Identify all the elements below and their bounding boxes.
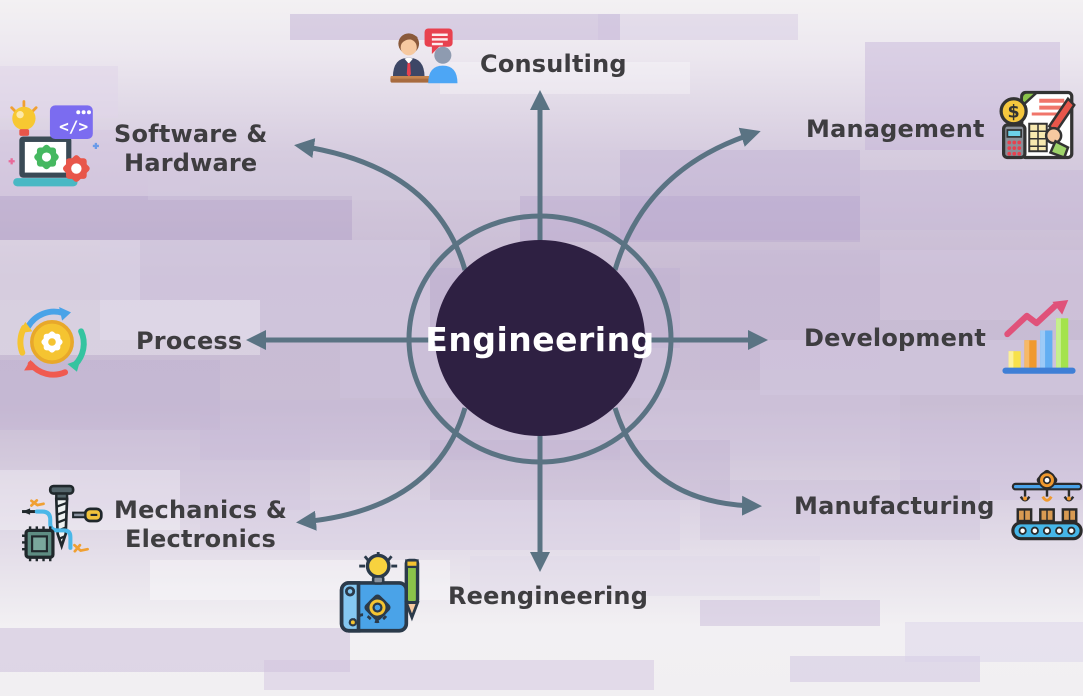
mosaic-tile xyxy=(0,240,140,300)
node-label-reengineering: Reengineering xyxy=(448,582,649,611)
mosaic-tile xyxy=(620,150,860,240)
node-process[interactable]: Process xyxy=(14,304,242,380)
node-consulting[interactable]: Consulting xyxy=(388,26,627,104)
connector-mechanics xyxy=(296,407,468,531)
mosaic-tile xyxy=(200,500,680,550)
mosaic-tile xyxy=(700,250,880,370)
center-ring xyxy=(406,213,674,465)
blueprint-idea-icon xyxy=(336,552,426,642)
node-management[interactable]: Management $ xyxy=(806,90,1078,170)
mosaic-tile xyxy=(790,656,980,682)
finance-document-icon: $ xyxy=(998,90,1078,170)
mosaic-tile xyxy=(0,628,350,672)
center-topic-label[interactable]: Engineering xyxy=(425,320,655,359)
node-label-management: Management xyxy=(806,115,985,144)
node-manufacturing[interactable]: Manufacturing xyxy=(794,468,1083,546)
mosaic-tile xyxy=(640,390,900,460)
screw-chip-tools-icon xyxy=(18,482,104,568)
mosaic-tile xyxy=(598,14,798,40)
growth-chart-icon xyxy=(1000,300,1078,378)
mosaic-tile xyxy=(700,600,880,626)
node-label-software: Software & Hardware xyxy=(114,119,268,177)
center-circle[interactable] xyxy=(435,240,645,436)
node-label-consulting: Consulting xyxy=(480,50,627,79)
process-cycle-gear-icon xyxy=(14,304,90,380)
mosaic-tile xyxy=(470,556,820,596)
node-label-mechanics: Mechanics & Electronics xyxy=(114,495,287,553)
svg-text:$: $ xyxy=(1007,103,1019,123)
node-mechanics-electronics[interactable]: Mechanics & Electronics xyxy=(18,482,287,568)
node-label-process: Process xyxy=(136,327,243,356)
mosaic-tile xyxy=(100,240,430,340)
mosaic-tile xyxy=(905,622,1083,662)
node-software-hardware[interactable]: </> Software & Hardware xyxy=(4,100,267,198)
connector-manufacturing xyxy=(612,407,762,516)
laptop-code-gear-icon: </> xyxy=(4,100,102,198)
mosaic-tile xyxy=(440,62,690,94)
consulting-people-icon xyxy=(388,26,466,104)
node-development[interactable]: Development xyxy=(804,300,1078,378)
connector-software xyxy=(294,138,468,271)
connector-management xyxy=(612,127,761,271)
mosaic-tile xyxy=(264,660,654,690)
mosaic-tile xyxy=(290,14,620,40)
conveyor-belt-icon xyxy=(1008,468,1083,546)
svg-text:</>: </> xyxy=(59,117,88,136)
mosaic-tile xyxy=(0,196,352,240)
node-label-manufacturing: Manufacturing xyxy=(794,492,995,521)
mosaic-tile xyxy=(60,430,310,510)
mosaic-tile xyxy=(860,170,1083,230)
node-label-development: Development xyxy=(804,324,987,353)
mosaic-tile xyxy=(148,162,668,200)
node-reengineering[interactable]: Reengineering xyxy=(336,552,648,642)
